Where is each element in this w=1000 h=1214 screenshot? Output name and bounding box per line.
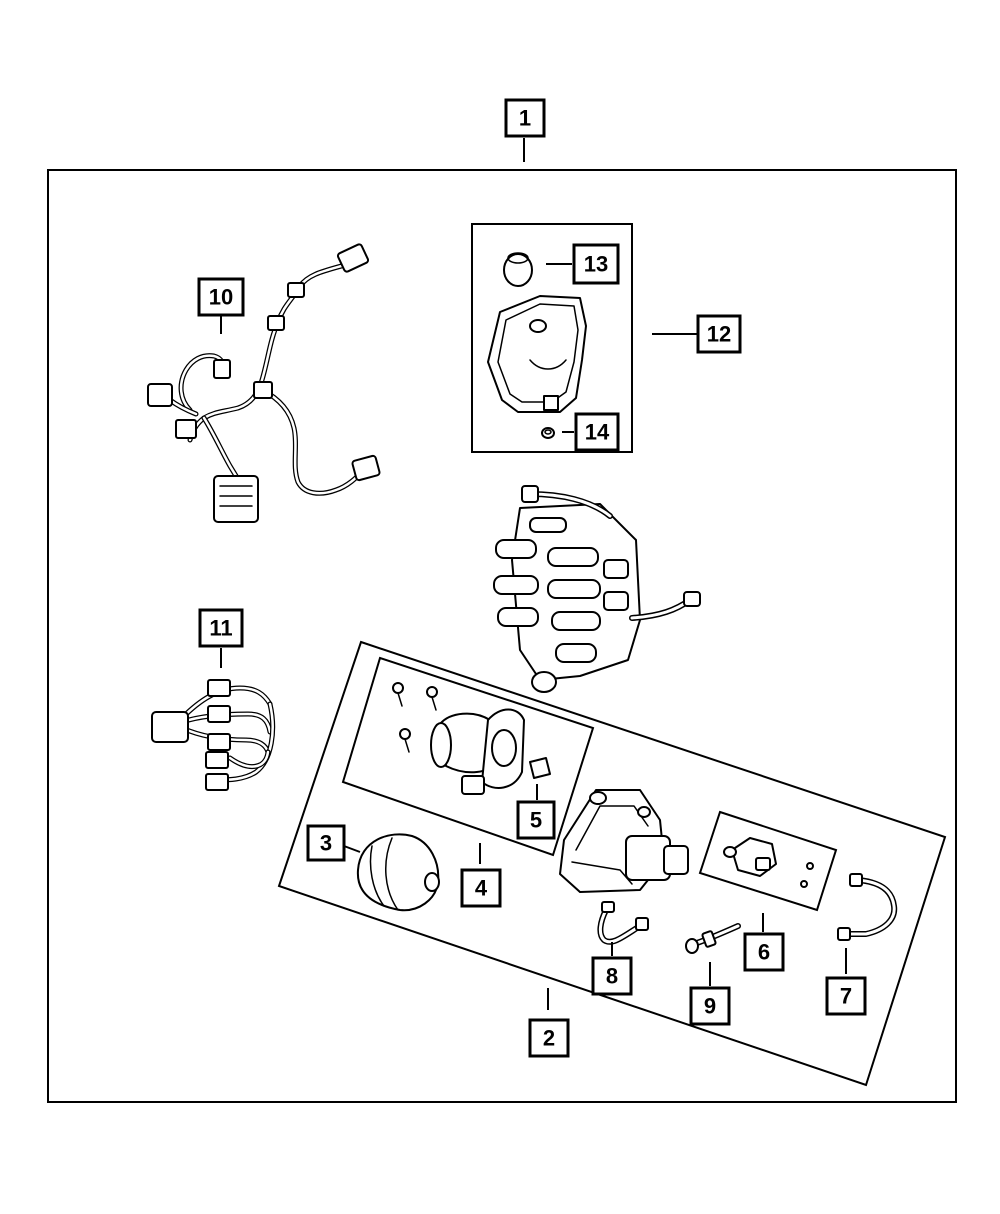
line-7	[837, 873, 898, 941]
callout-11: 11	[198, 608, 244, 648]
svg-text:14: 14	[585, 420, 610, 445]
svg-text:6: 6	[758, 940, 770, 965]
callout-2: 2	[528, 1018, 570, 1058]
sensor-6	[723, 837, 814, 888]
svg-text:9: 9	[704, 994, 716, 1019]
hose-8	[597, 901, 649, 945]
callout-4: 4	[460, 868, 502, 908]
kit-frame-2	[277, 640, 947, 1087]
svg-text:13: 13	[584, 252, 608, 277]
svg-text:2: 2	[543, 1026, 555, 1051]
callout-3: 3	[306, 824, 346, 862]
callout-8: 8	[591, 956, 633, 996]
actuator-housing	[559, 789, 689, 893]
bolt-a	[392, 682, 404, 707]
callout-14: 14	[574, 412, 620, 452]
grommet-14	[541, 427, 555, 439]
callout-1: 1	[504, 98, 546, 138]
leader-3	[343, 845, 361, 853]
svg-text:4: 4	[475, 876, 488, 901]
callout-7: 7	[825, 976, 867, 1016]
callout-13: 13	[572, 243, 620, 285]
svg-text:7: 7	[840, 984, 852, 1009]
valve-body	[493, 485, 701, 693]
svg-text:3: 3	[320, 831, 332, 856]
bolt-c	[399, 728, 411, 753]
kit-frame-12	[471, 223, 633, 453]
accumulator-3	[356, 833, 440, 912]
svg-text:5: 5	[530, 808, 542, 833]
wiring-harness-10	[147, 243, 381, 523]
kit-frame-6	[698, 810, 838, 912]
svg-text:12: 12	[707, 322, 731, 347]
callout-5: 5	[516, 800, 556, 840]
reservoir-cap-13	[503, 252, 533, 287]
svg-text:11: 11	[209, 616, 232, 641]
fluid-reservoir	[487, 295, 587, 413]
bolt-b	[426, 686, 438, 711]
callout-10: 10	[197, 277, 245, 317]
motor-kit	[392, 682, 525, 795]
assembly-frame	[47, 169, 957, 1103]
kit-frame-4	[341, 656, 595, 857]
fitting-9	[685, 923, 741, 954]
svg-text:8: 8	[606, 964, 618, 989]
callout-12: 12	[696, 314, 742, 354]
svg-text:10: 10	[209, 285, 233, 310]
svg-text:1: 1	[519, 106, 531, 131]
jumper-harness-11	[151, 679, 276, 791]
nut-5	[529, 757, 551, 779]
electric-motor	[430, 708, 525, 795]
callout-6: 6	[743, 932, 785, 972]
callout-9: 9	[689, 986, 731, 1026]
